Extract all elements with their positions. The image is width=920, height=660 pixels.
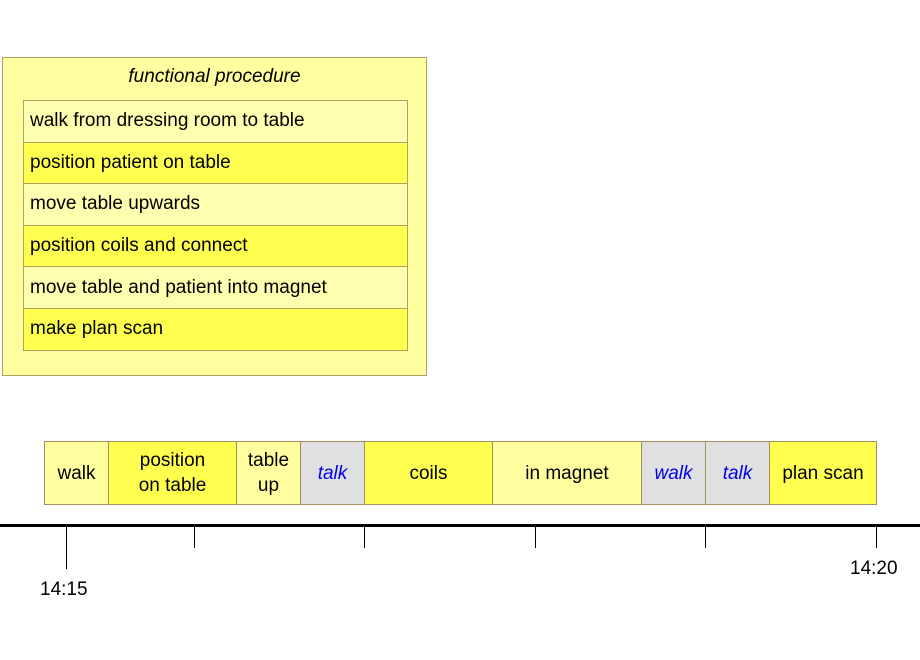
step-item: make plan scan [23,307,408,351]
segment-label: plan scan [782,462,864,484]
time-axis-tick [876,527,877,548]
segment-label: position on table [138,450,207,496]
time-axis-line [0,524,920,527]
timeline-segment-table-up: table up [236,441,301,505]
timeline-bar: walk position on table table up talk coi… [44,441,877,505]
timeline-segment-position: position on table [108,441,237,505]
time-axis-tick [705,527,706,548]
step-item: position patient on table [23,141,408,185]
time-axis-tick [364,527,365,548]
segment-label: table up [247,450,290,496]
timeline-segment-plan-scan: plan scan [769,441,877,505]
step-list: walk from dressing room to table positio… [23,100,408,351]
timeline-segment-in-magnet: in magnet [492,441,642,505]
time-axis-tick [66,527,67,569]
timeline-segment-coils: coils [364,441,493,505]
timeline-segment-walk-2: walk [641,441,706,505]
segment-label: coils [409,462,448,484]
procedure-title: functional procedure [128,66,301,87]
timeline-segment-walk: walk [44,441,109,505]
step-item: move table and patient into magnet [23,266,408,309]
segment-label: walk [57,462,96,484]
functional-procedure-box: functional procedure walk from dressing … [2,57,427,376]
start-time-label: 14:15 [40,579,88,600]
time-axis-tick [535,527,536,548]
segment-label: walk [654,462,693,484]
step-item: move table upwards [23,183,408,226]
end-time-label: 14:20 [850,558,898,579]
step-item: position coils and connect [23,224,408,268]
timeline-segment-talk-2: talk [705,441,770,505]
step-item: walk from dressing room to table [23,100,408,143]
timeline-segment-talk: talk [300,441,365,505]
segment-label: talk [722,462,753,484]
time-axis-tick [194,527,195,548]
segment-label: in magnet [525,462,609,484]
segment-label: talk [317,462,348,484]
